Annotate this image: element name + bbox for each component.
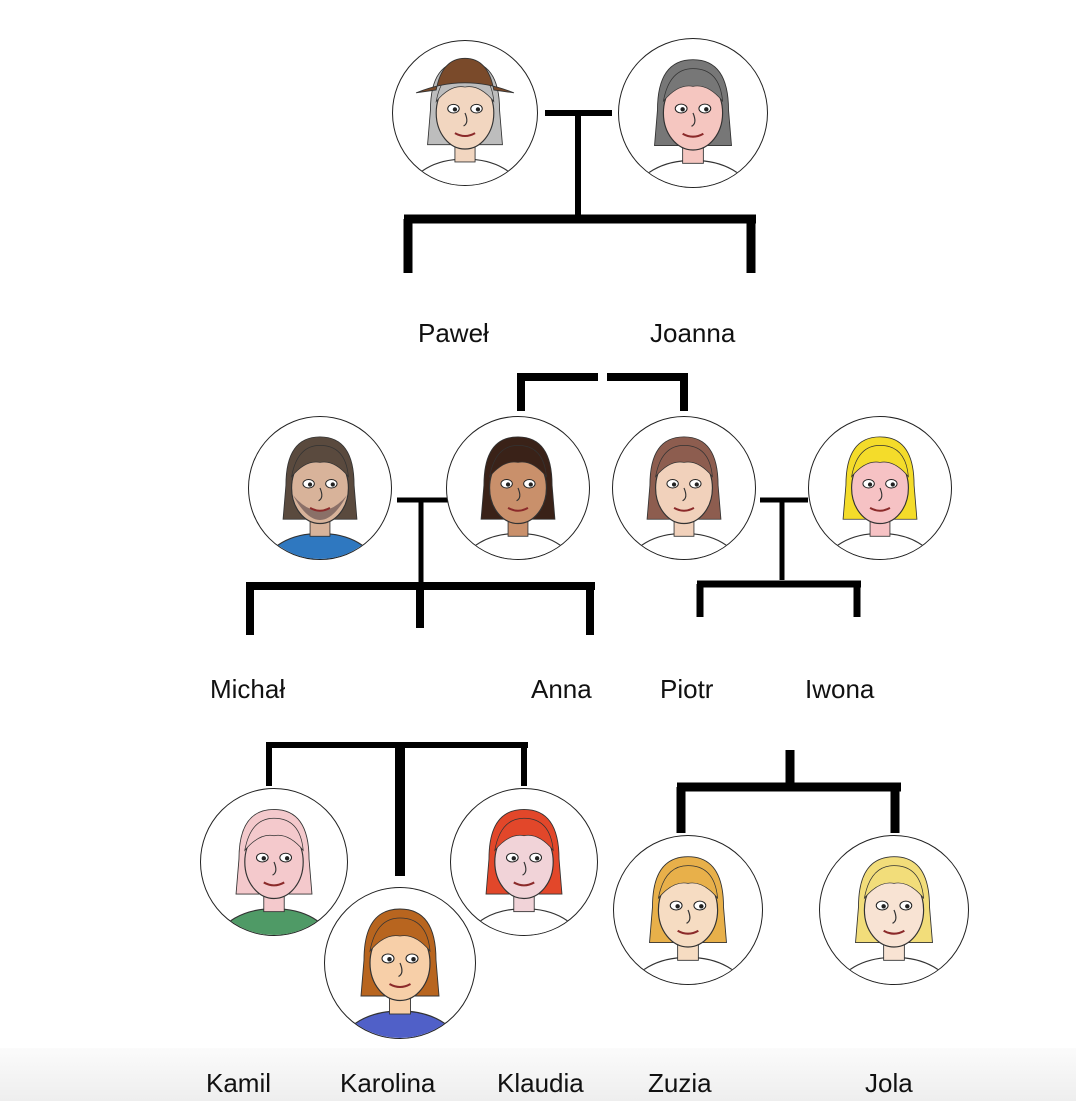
mouth [677,929,699,935]
name-piotr: Piotr [660,674,714,704]
connector-michal-anna-children [246,582,595,635]
portrait-iwona [808,416,952,560]
nose [398,962,403,978]
connector-anna-piotr-siblings [517,373,688,411]
connector-grandparents-couple [545,110,612,216]
connector-grandparents-children [403,214,756,273]
cartoon-face [343,908,457,1038]
portrait-pawel [392,40,538,186]
nose [682,487,687,502]
nose [878,487,883,502]
nose [686,909,691,924]
name-joanna: Joanna [650,318,736,348]
hair-fringe [662,68,724,103]
hair-fringe [657,865,719,900]
name-iwona: Iwona [805,674,875,704]
name-anna: Anna [531,674,592,704]
name-jola: Jola [865,1068,913,1098]
hair-fringe [494,817,554,852]
nose [318,487,323,502]
name-pawel: Paweł [418,318,489,348]
portrait-kamil [200,788,348,936]
mouth [513,881,535,887]
cartoon-face [464,436,572,559]
mouth [263,881,285,887]
portrait-zuzia [613,835,763,985]
connector-piotr-iwona-couple [760,497,808,580]
name-karolina: Karolina [340,1068,436,1098]
mouth [682,132,704,138]
portrait-piotr [612,416,756,560]
nose [522,861,527,876]
cartoon-face [218,809,330,935]
cartoon-face [632,856,744,984]
portrait-klaudia [450,788,598,936]
name-kamil: Kamil [206,1068,272,1098]
cartoon-face [468,809,580,935]
portrait-joanna [618,38,768,188]
hat [415,57,515,94]
connector-kids-right [676,750,901,833]
hair-fringe [655,445,713,478]
cartoon-face [838,856,950,984]
hair-fringe [244,817,304,852]
bottom-fade [0,1048,1076,1101]
hair-fringe [291,445,349,478]
cartoon-face [630,436,738,559]
hair-fringe [369,917,431,953]
hair-fringe [851,445,909,478]
connector-piotr-iwona-children [696,580,861,617]
name-michal: Michał [210,674,286,704]
portrait-michal [248,416,392,560]
cartoon-face [410,57,520,185]
nose [463,112,468,127]
beard [293,495,347,520]
mouth [869,507,891,512]
name-zuzia: Zuzia [648,1068,712,1098]
mouth [883,929,905,935]
mouth [507,507,529,512]
name-klaudia: Klaudia [497,1068,584,1098]
nose [892,909,897,924]
nose [516,487,521,502]
mouth [388,983,412,989]
connector-michal-anna-couple [397,497,448,586]
hair-fringe [489,445,547,478]
mouth [454,132,476,138]
portrait-karolina [324,887,476,1039]
portrait-jola [819,835,969,985]
portrait-anna [446,416,590,560]
hair-fringe [863,865,925,900]
mouth [673,507,695,512]
nose [272,861,277,876]
cartoon-face [826,436,934,559]
nose [691,112,696,127]
cartoon-face [637,59,749,187]
cartoon-face [266,436,374,559]
mouth [309,507,331,512]
